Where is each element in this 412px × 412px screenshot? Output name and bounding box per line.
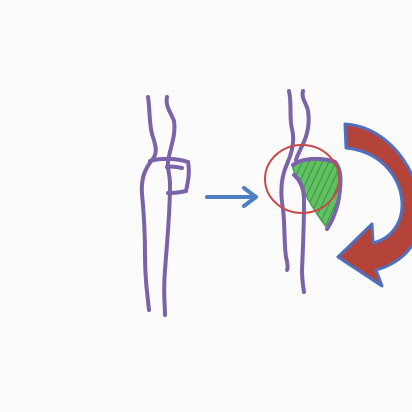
- before-step-right: [186, 162, 189, 191]
- before-left-outline: [142, 97, 156, 310]
- curved-arrow-body: [338, 124, 412, 286]
- before-right-outline: [164, 97, 174, 315]
- after-inner-flap: [294, 175, 304, 292]
- before-vessel: [142, 97, 189, 315]
- curved-arrow-icon: [338, 124, 412, 286]
- after-right-outline: [296, 91, 309, 160]
- before-step-bottom: [168, 191, 186, 193]
- before-inner-notch: [167, 167, 182, 168]
- after-left-outline: [281, 91, 293, 270]
- right-arrow-icon: [207, 188, 256, 206]
